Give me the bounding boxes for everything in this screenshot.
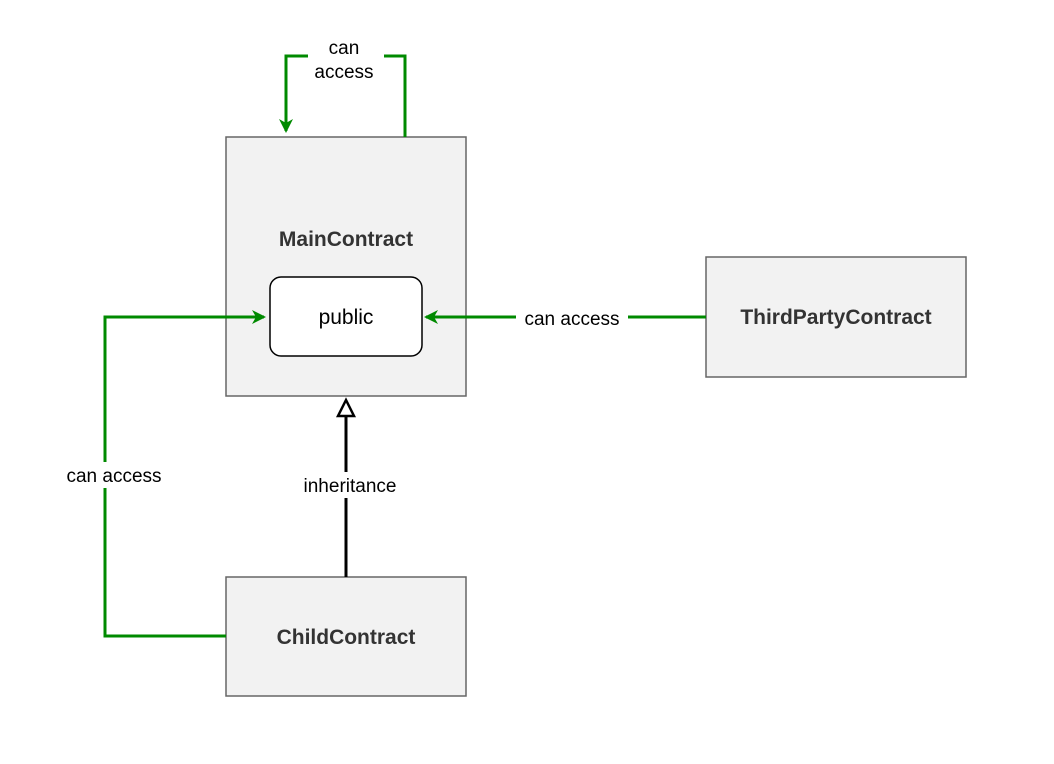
public-member-label: public <box>319 306 374 329</box>
third-party-access-label: can access <box>524 309 619 330</box>
child-access-label-bg <box>56 462 172 488</box>
main-contract-box[interactable] <box>225 136 467 397</box>
public-member-box[interactable] <box>269 276 423 357</box>
main-contract-label: MainContract <box>279 228 413 251</box>
child-contract-label: ChildContract <box>277 626 416 649</box>
third-party-contract-label: ThirdPartyContract <box>740 306 931 329</box>
inheritance-label-bg <box>292 472 408 498</box>
third-party-contract-box[interactable] <box>705 256 967 378</box>
inheritance-arrowhead <box>335 397 357 418</box>
inheritance-label: inheritance <box>304 476 397 497</box>
self-access-label-bg <box>308 35 384 85</box>
self-access-label-line2: access <box>314 62 373 83</box>
child-access-label: can access <box>66 466 161 487</box>
third-party-access-label-bg <box>516 306 628 330</box>
self-access-label-line1: can <box>329 38 360 59</box>
